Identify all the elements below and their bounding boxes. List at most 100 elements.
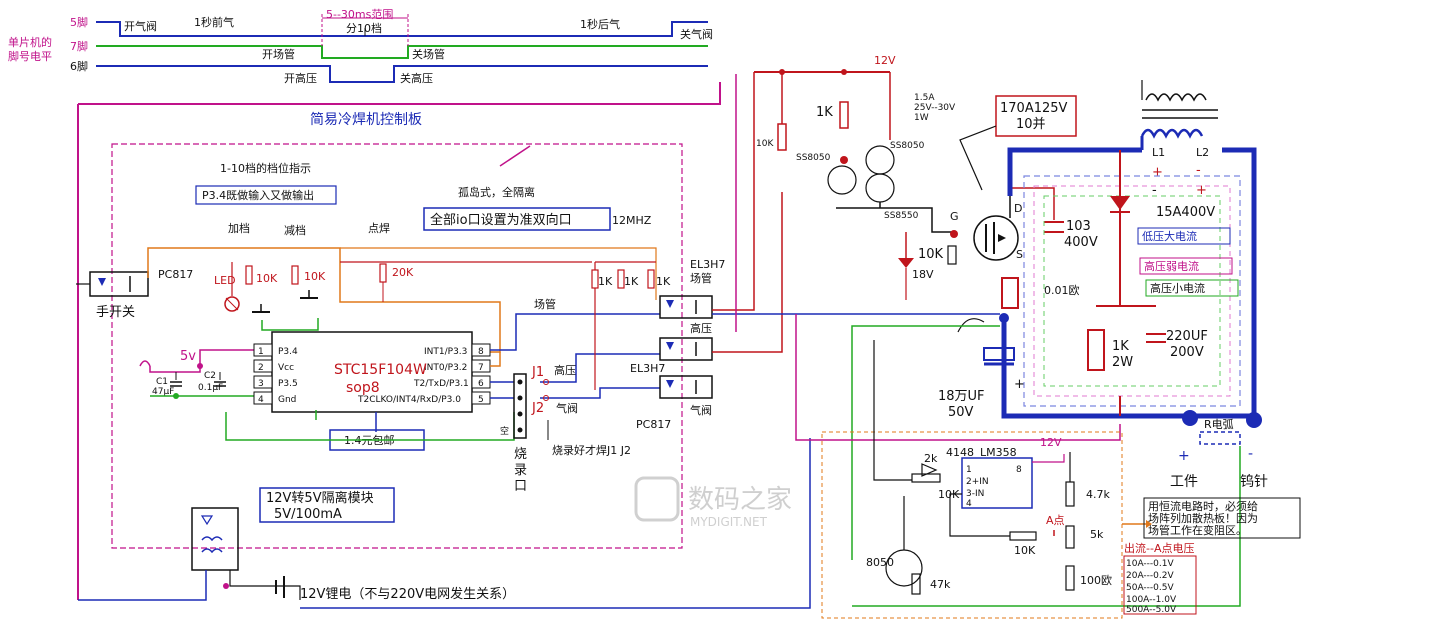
c2-value: 0.1μF xyxy=(198,383,223,393)
r1k-b-label: 1K xyxy=(624,275,639,288)
five-volt-label: 5v xyxy=(180,349,196,364)
gas-valve-opto-label: 气阀 xyxy=(690,403,712,417)
burn-note: 烧录好才焊J1 J2 xyxy=(552,443,631,457)
island-note: 孤岛式，全隔离 xyxy=(458,185,535,199)
pc817-left xyxy=(76,271,149,297)
pc817-right xyxy=(659,375,713,399)
inc-button xyxy=(252,304,270,313)
watermark-cn: 数码之家 xyxy=(688,485,792,515)
l2-minus: - xyxy=(1196,163,1201,178)
lm358-pin4: 4 xyxy=(966,499,972,509)
dec-button xyxy=(300,290,318,299)
mcu-pin2: 2 xyxy=(258,363,264,373)
source-label: S xyxy=(1016,248,1023,261)
el3h7-mid-label: EL3H7 xyxy=(630,362,665,375)
j1-label: J1 xyxy=(531,365,544,380)
l2-plus: + xyxy=(1196,183,1207,198)
pin5-label: 5脚 xyxy=(70,15,88,29)
ss8550-label: SS8550 xyxy=(884,211,919,221)
pc817-left-label: PC817 xyxy=(158,268,193,281)
path-high-weak: 高压弱电流 xyxy=(1144,259,1199,273)
board-title: 简易冷焊机控制板 xyxy=(310,111,422,128)
mcu-t2: T2/TxD/P3.1 xyxy=(413,379,469,389)
l1-label: L1 xyxy=(1152,146,1165,159)
path-high-small: 高压小电流 xyxy=(1150,281,1205,295)
heatsink-note-1: 用恒流电路时，必须给 xyxy=(1148,499,1258,513)
r20k-label: 20K xyxy=(392,266,414,279)
range-steps-label: 分10档 xyxy=(346,21,382,35)
post-gas-label: 1秒后气 xyxy=(580,17,620,31)
mcu-pin6: 6 xyxy=(478,379,484,389)
mcu-pin4: 4 xyxy=(258,395,264,405)
gas-wire-label: 气阀 xyxy=(556,401,578,415)
mcu-vcc: Vcc xyxy=(278,363,294,373)
sense-12v-label: 12V xyxy=(1040,436,1062,449)
l2-label: L2 xyxy=(1196,146,1209,159)
r1k-c-label: 1K xyxy=(656,275,671,288)
r2k-label: 2k xyxy=(924,452,938,465)
mcu-pin3: 3 xyxy=(258,379,264,389)
t8050-label: 8050 xyxy=(866,556,894,569)
path-low-voltage: 低压大电流 xyxy=(1142,229,1197,243)
l1-minus: - xyxy=(1152,183,1157,198)
fet-spec-parallel: 10并 xyxy=(1016,117,1046,132)
open-hv-label: 开高压 xyxy=(284,71,317,85)
sense-r5k-label: 5k xyxy=(1090,528,1104,541)
el3h7-mid xyxy=(659,337,713,361)
lm358-pin3: 3-IN xyxy=(966,489,984,499)
tungsten-label: 钨针 xyxy=(1240,474,1268,490)
close-hv-label: 关高压 xyxy=(400,71,433,85)
pin6-label: 6脚 xyxy=(70,59,88,73)
lm358-label: LM358 xyxy=(980,446,1017,459)
close-valve-label: 关气阀 xyxy=(680,27,713,41)
bleeder-r-watt: 2W xyxy=(1112,355,1133,370)
c2-label: C2 xyxy=(204,371,216,381)
lm358-pin8: 8 xyxy=(1016,465,1022,475)
current-row-5: 500A--5.0V xyxy=(1126,605,1177,615)
driver-r1k-label: 1K xyxy=(816,105,833,120)
open-valve-label: 开气阀 xyxy=(124,19,157,33)
isolation-module xyxy=(191,507,239,571)
bleeder-r-value: 1K xyxy=(1112,339,1129,354)
drain-label: D xyxy=(1014,202,1022,215)
level-indicator-note: 1-10档的档位指示 xyxy=(220,161,311,175)
d4148-label: 4148 xyxy=(946,446,974,459)
pin-level-label-1: 单片机的 xyxy=(8,35,52,49)
r1k-a-label: 1K xyxy=(598,275,613,288)
mcu-pin7: 7 xyxy=(478,363,484,373)
heatsink-note-2: 场阵列加散热板！因为 xyxy=(1148,511,1258,525)
lm358-chip xyxy=(961,454,1065,509)
hv-wire-label: 高压 xyxy=(554,363,576,377)
inc-button-label: 加档 xyxy=(228,221,250,235)
zener-label: 18V xyxy=(912,268,934,281)
el3h7-hv-label: 高压 xyxy=(690,321,712,335)
spec-current: 1.5A xyxy=(914,93,935,103)
driver-12v-label: 12V xyxy=(874,54,896,67)
iso-module-spec: 5V/100mA xyxy=(274,507,342,522)
spec-power: 1W xyxy=(914,113,929,123)
mcu-model: STC15F104W xyxy=(334,362,427,378)
tungsten-minus: - xyxy=(1248,446,1253,462)
workpiece-label: 工件 xyxy=(1170,474,1198,490)
pin7-label: 7脚 xyxy=(70,39,88,53)
p34-note: P3.4既做输入又做输出 xyxy=(202,188,314,202)
control-board-frame xyxy=(77,82,721,600)
shunt-label: 0.01欧 xyxy=(1044,284,1080,297)
gate-label: G xyxy=(950,210,959,223)
spec-voltage: 25V--30V xyxy=(914,103,956,113)
watermark-logo xyxy=(634,476,680,522)
lm358-pin1: 1 xyxy=(966,465,972,475)
hand-switch-label: 手开关 xyxy=(96,305,135,320)
mcu-pin8: 8 xyxy=(478,347,484,357)
bulk-cap-voltage: 50V xyxy=(948,405,974,420)
el3h7-top xyxy=(659,295,713,319)
mcu-int1: INT1/P3.3 xyxy=(424,347,467,357)
current-row-3: 50A---0.5V xyxy=(1126,583,1174,593)
led-label: LED xyxy=(214,274,236,287)
el3h7-top-fet: 场管 xyxy=(690,271,712,285)
mcu-pin1: 1 xyxy=(258,347,264,357)
sense-r47k-label: 4.7k xyxy=(1086,488,1110,501)
led-indicator xyxy=(224,262,240,312)
